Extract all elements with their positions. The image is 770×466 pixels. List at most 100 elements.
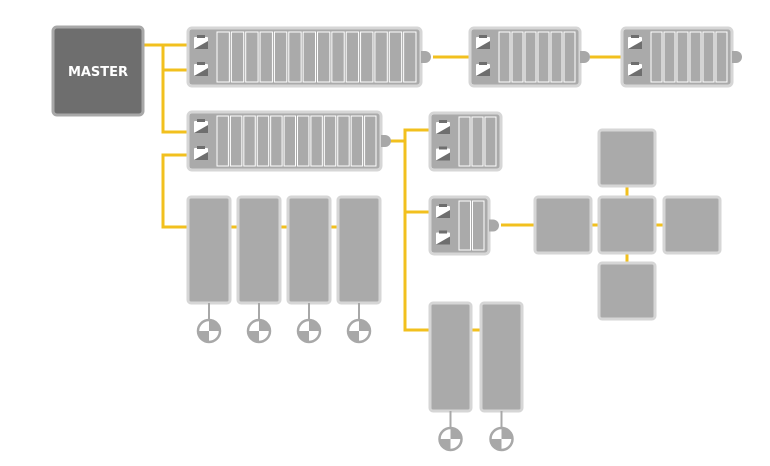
switch-4-slot <box>216 115 229 167</box>
wire-branch-lower <box>403 212 430 332</box>
switch-2-port <box>580 51 590 63</box>
switch-2-slot <box>511 31 524 83</box>
panel-5[interactable] <box>428 301 473 452</box>
switch-2[interactable] <box>468 26 590 88</box>
switch-4[interactable] <box>186 110 391 172</box>
panel-1[interactable] <box>186 195 232 344</box>
wiring <box>143 43 664 332</box>
plug-port-icon <box>436 230 450 245</box>
plug-port-icon <box>194 119 208 133</box>
quarter-circle-sensor-icon <box>438 426 463 452</box>
panel-5-body <box>428 301 473 413</box>
switch-4-slot <box>270 115 283 167</box>
switch-4-slot <box>323 115 337 167</box>
panel-4[interactable] <box>336 195 382 344</box>
switch-3-slot <box>715 31 728 83</box>
switch-2-slot <box>537 31 550 83</box>
switch-1-slot <box>245 31 259 83</box>
quarter-circle-sensor-icon <box>196 318 222 344</box>
switch-4-port <box>381 135 391 147</box>
wire-branch-down <box>403 141 430 214</box>
switch-3-slot <box>676 31 689 83</box>
switch-3[interactable] <box>620 26 742 88</box>
plug-port-icon <box>194 35 208 49</box>
switch-1-port <box>421 51 431 63</box>
quarter-circle-sensor-icon <box>246 318 272 344</box>
panel-6-body <box>479 301 524 413</box>
switch-1-slot <box>388 31 403 83</box>
switch-4-slot <box>229 115 243 167</box>
switch-1-slot <box>317 31 331 83</box>
switch-2-slot <box>498 31 511 83</box>
master-unit[interactable]: MASTER <box>51 25 145 117</box>
panel-6[interactable] <box>479 301 524 452</box>
switch-4-slot <box>310 115 323 167</box>
switch-1-slot <box>302 31 316 83</box>
cross-center[interactable] <box>597 195 657 255</box>
switch-1-slot <box>360 31 374 83</box>
switch-2-slot <box>524 31 537 83</box>
switch-1-slot <box>259 31 273 83</box>
switch-4-slot <box>243 115 256 167</box>
panel-3-body <box>286 195 332 305</box>
quarter-circle-sensor-icon <box>346 318 372 344</box>
cross-left[interactable] <box>533 195 593 255</box>
switch-1-slot <box>345 31 360 83</box>
switch-3-slot <box>702 31 715 83</box>
switch-3-slot <box>689 31 702 83</box>
plug-port-icon <box>194 62 208 76</box>
switch-6-slot <box>458 200 471 251</box>
switch-1[interactable] <box>186 26 431 88</box>
panel-3[interactable] <box>286 195 332 344</box>
plug-port-icon <box>476 35 490 49</box>
panel-2-body <box>236 195 282 305</box>
switch-6-port <box>489 219 500 232</box>
switch-6-slot <box>472 200 485 251</box>
switch-4-slot <box>283 115 297 167</box>
switch-4-slot <box>350 115 364 167</box>
wire-switch4-panels <box>161 153 190 229</box>
quarter-circle-sensor-icon <box>489 426 514 452</box>
switch-4-slot <box>256 115 270 167</box>
switch-1-slot <box>288 31 302 83</box>
switch-4-slot <box>297 115 310 167</box>
switch-2-slot <box>563 31 576 83</box>
cross-bottom[interactable] <box>597 261 657 321</box>
switch-4-slot <box>364 115 377 167</box>
switch-5-slot <box>471 116 484 167</box>
panel-4-body <box>336 195 382 305</box>
switch-2-slot <box>550 31 563 83</box>
switch-5-slot <box>458 116 471 167</box>
plug-port-icon <box>476 62 490 76</box>
panel-2[interactable] <box>236 195 282 344</box>
plug-port-icon <box>436 204 450 218</box>
plug-port-icon <box>628 62 642 76</box>
cross-right[interactable] <box>662 195 722 255</box>
panel-1-body <box>186 195 232 305</box>
switch-1-slot <box>230 31 245 83</box>
panel-devices <box>186 195 524 452</box>
switch-4-slot <box>337 115 350 167</box>
switch-1-slot <box>273 31 288 83</box>
switch-1-slot <box>331 31 345 83</box>
switches <box>186 26 742 256</box>
master-label: MASTER <box>68 65 128 80</box>
plug-port-icon <box>436 120 450 134</box>
switch-6[interactable] <box>428 195 500 256</box>
plug-port-icon <box>436 146 450 161</box>
plug-port-icon <box>194 146 208 160</box>
switch-1-slot <box>374 31 388 83</box>
switch-3-slot <box>663 31 676 83</box>
switch-3-slot <box>650 31 663 83</box>
switch-5-slot <box>484 116 497 167</box>
plug-port-icon <box>628 35 642 49</box>
cross-top[interactable] <box>597 128 657 188</box>
switch-1-slot <box>403 31 417 83</box>
cross-cluster <box>533 128 722 321</box>
switch-5[interactable] <box>428 111 503 172</box>
switch-1-slot <box>216 31 230 83</box>
wire-switch4-branch <box>390 128 430 143</box>
wire-master-trunk <box>161 45 190 134</box>
switch-3-port <box>732 51 742 63</box>
